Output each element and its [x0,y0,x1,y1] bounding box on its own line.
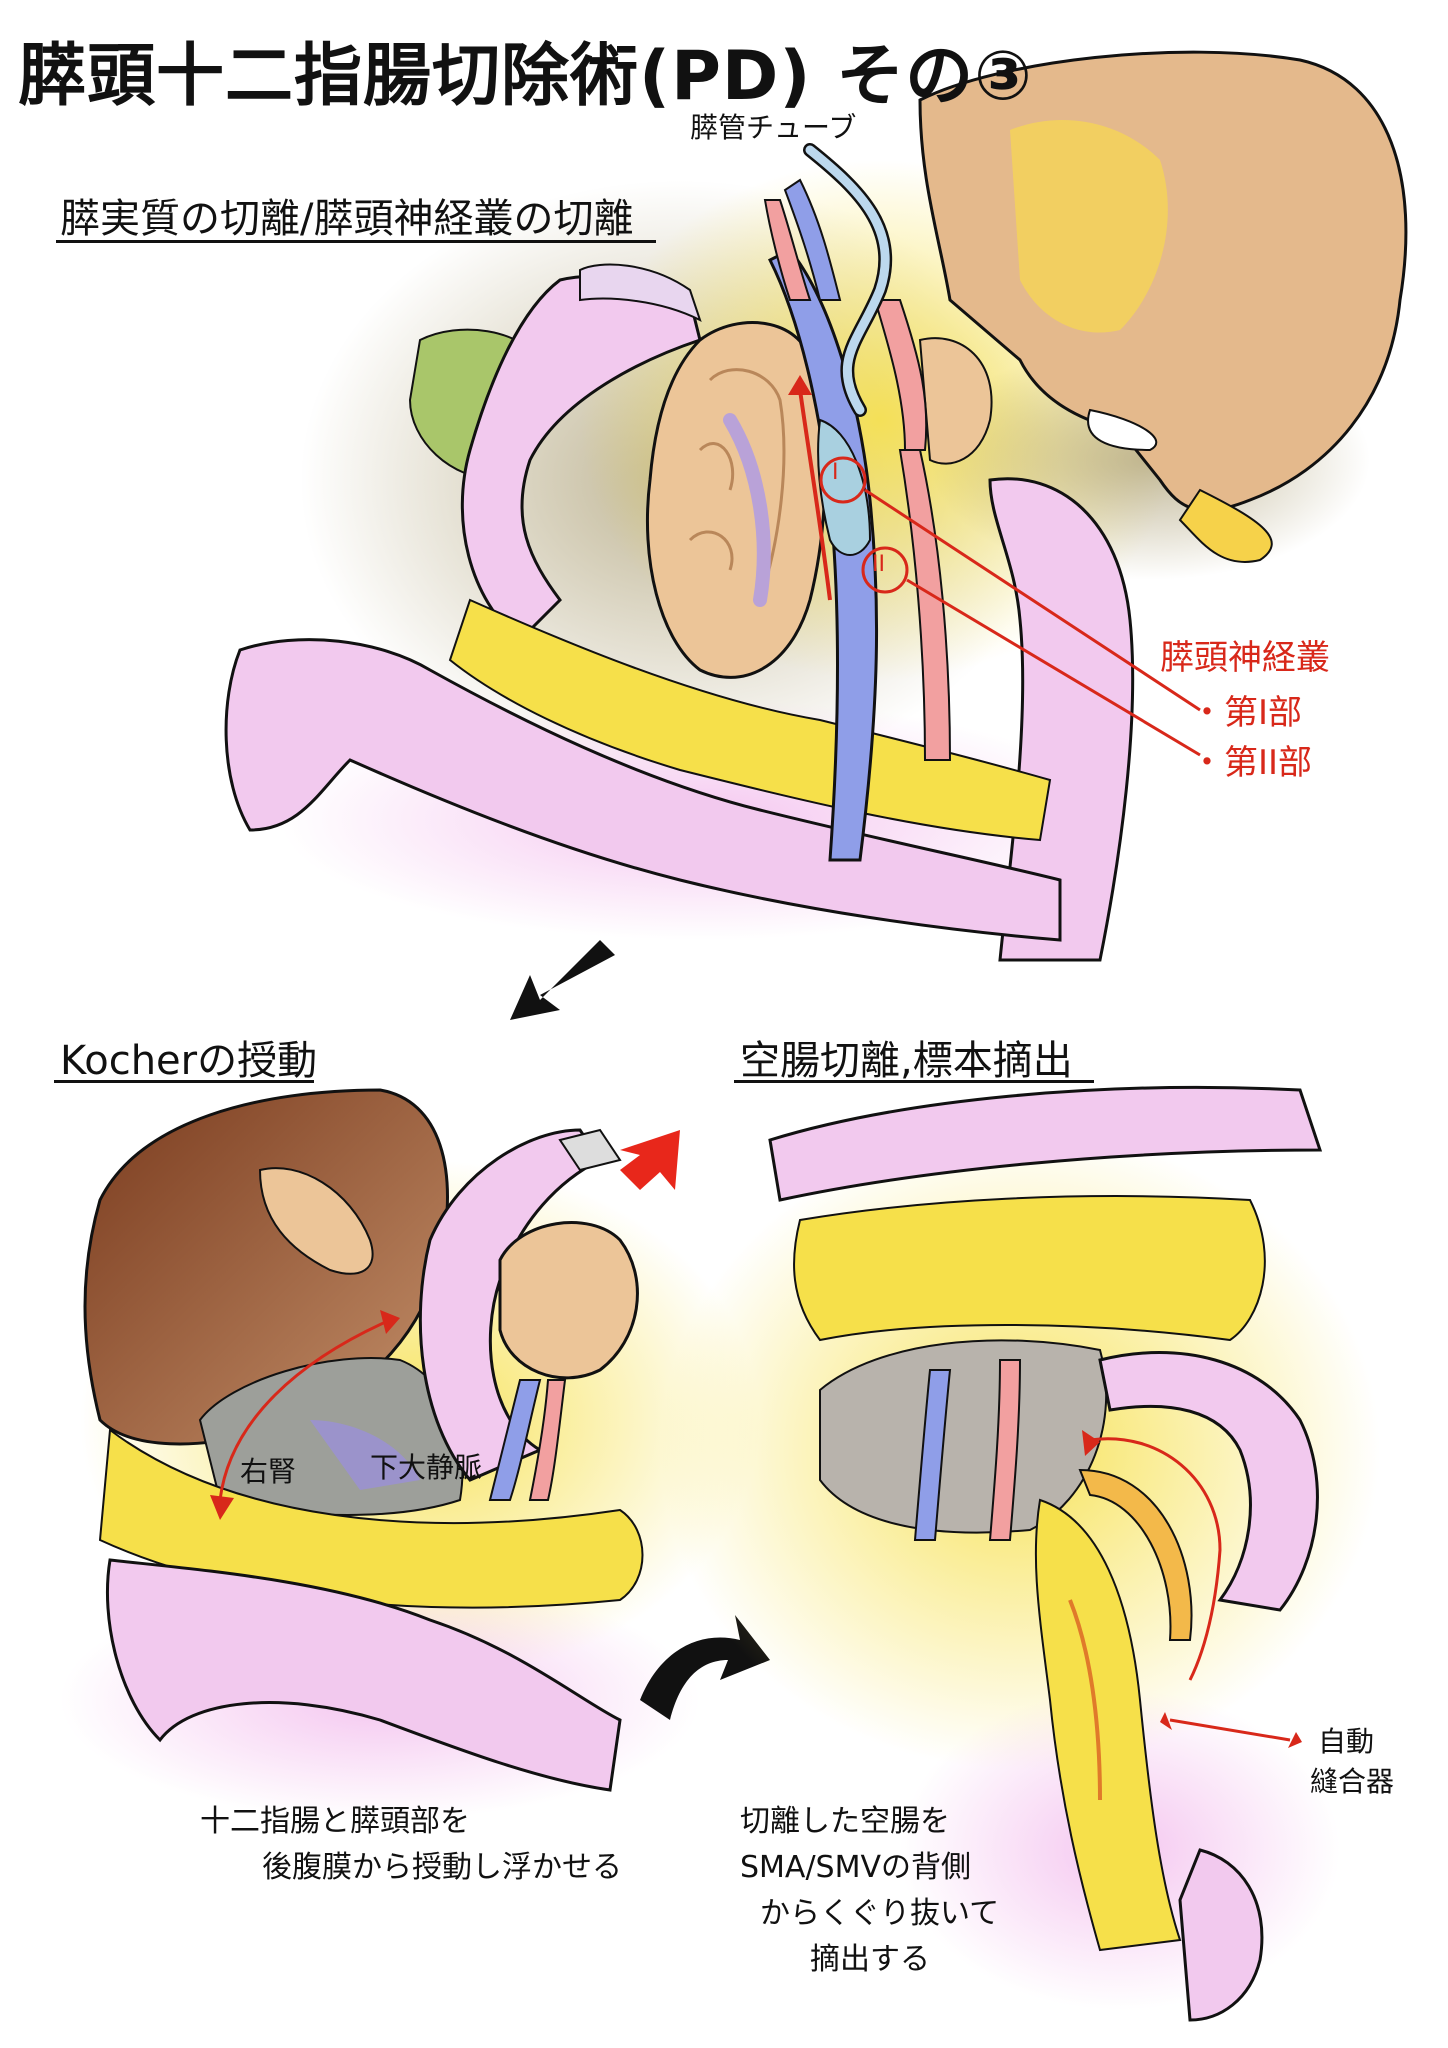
left-panel-heading: Kocherの授動 [60,1038,318,1084]
left-panel-illustration [60,1088,760,1820]
left-heading-underline [54,1080,314,1083]
plexus-part-2: ・第II部 [1190,743,1313,783]
right-panel-illustration [660,1085,1380,2022]
page-title: 膵頭十二指腸切除術(PD) その③ [18,37,1033,116]
tube-label: 膵管チューブ [690,111,857,144]
arrow-down-left-icon [510,940,615,1020]
marker-1-label: I [832,460,839,485]
label-stapler-2: 縫合器 [1310,1765,1395,1798]
plexus-part-1: ・第I部 [1190,693,1303,733]
plexus-label: 膵頭神経叢 [1160,638,1330,678]
label-kidney: 右腎 [240,1455,297,1488]
top-panel-heading: 膵実質の切離/膵頭神経叢の切離 [60,196,634,242]
top-heading-underline [56,240,656,243]
left-caption-line1: 十二指腸と膵頭部を [200,1804,470,1839]
right-caption-line4: 摘出する [810,1942,930,1977]
right-heading-underline [734,1080,1094,1083]
top-panel-illustration [224,50,1408,962]
right-caption-line2: SMA/SMVの背側 [740,1850,972,1885]
marker-circle-2 [861,546,909,594]
right-panel-heading: 空腸切離,標本摘出 [740,1038,1073,1084]
label-stapler-1: 自動 [1318,1725,1375,1758]
label-ivc: 下大静脈 [370,1451,483,1484]
marker-circle-1 [819,456,867,504]
marker-2-label: II [872,552,885,577]
right-caption-line3: からくぐり抜いて [760,1896,1000,1931]
right-caption-line1: 切離した空腸を [740,1804,950,1839]
arrow-up-right-red-icon [620,1130,680,1190]
left-caption-line2: 後腹膜から授動し浮かせる [262,1850,622,1885]
